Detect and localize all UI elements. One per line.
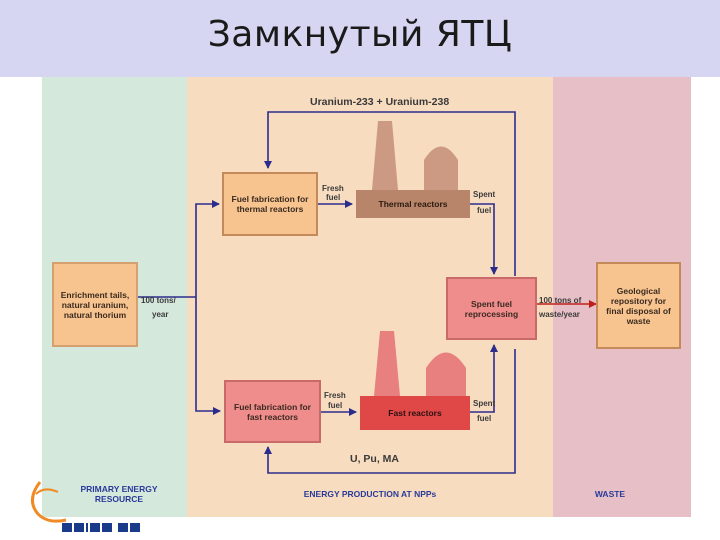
slide-title: Замкнутый ЯТЦ: [207, 14, 513, 55]
fresh-fuel-top-label-1: Fresh: [322, 184, 344, 193]
spent-fuel-reprocessing-box: Spent fuel reprocessing: [446, 277, 537, 340]
spent-fuel-bottom-label-2: fuel: [477, 414, 492, 423]
enrichment-box: Enrichment tails, natural uranium, natur…: [52, 262, 138, 347]
fresh-fuel-bottom-label-2: fuel: [328, 401, 343, 410]
energy-production-caption: ENERGY PRODUCTION AT NPPs: [303, 489, 437, 499]
fast-reactor-building: [374, 331, 466, 396]
thermal-reactor-building: [372, 121, 458, 190]
fuel-fabrication-fast-box: Fuel fabrication for fast reactors: [224, 380, 321, 443]
bottom-flow-label: U, Pu, MA: [350, 453, 399, 465]
thermal-reactors-box: Thermal reactors: [356, 190, 470, 218]
fresh-fuel-top-label-2: fuel: [326, 193, 341, 202]
primary-energy-caption-line-1: PRIMARY ENERGY: [80, 484, 158, 494]
spent-fuel-top-label-2: fuel: [477, 206, 492, 215]
spent-fuel-bottom-label-1: Spent: [473, 399, 496, 408]
footer-logo: [62, 520, 152, 534]
input-amount-label: 100 tons/: [141, 296, 176, 305]
input-unit-label: year: [152, 310, 169, 319]
geological-repository-box: Geological repository for final disposal…: [596, 262, 681, 349]
fast-reactors-box: Fast reactors: [360, 396, 470, 430]
fuel-fabrication-thermal-box: Fuel fabrication for thermal reactors: [222, 172, 318, 236]
footer-logo-mark: [31, 481, 67, 523]
spent-fuel-top-label-1: Spent: [473, 190, 496, 199]
waste-caption: WASTE: [594, 489, 626, 499]
title-bar: Замкнутый ЯТЦ: [0, 0, 720, 77]
primary-energy-caption: PRIMARY ENERGY RESOURCE: [62, 484, 176, 504]
primary-energy-caption-line-2: RESOURCE: [94, 494, 144, 504]
top-flow-label: Uranium-233 + Uranium-238: [310, 96, 450, 108]
output-amount-label: 100 tons of: [539, 296, 582, 305]
output-unit-label: waste/year: [539, 310, 580, 319]
fresh-fuel-bottom-label-1: Fresh: [324, 391, 346, 400]
